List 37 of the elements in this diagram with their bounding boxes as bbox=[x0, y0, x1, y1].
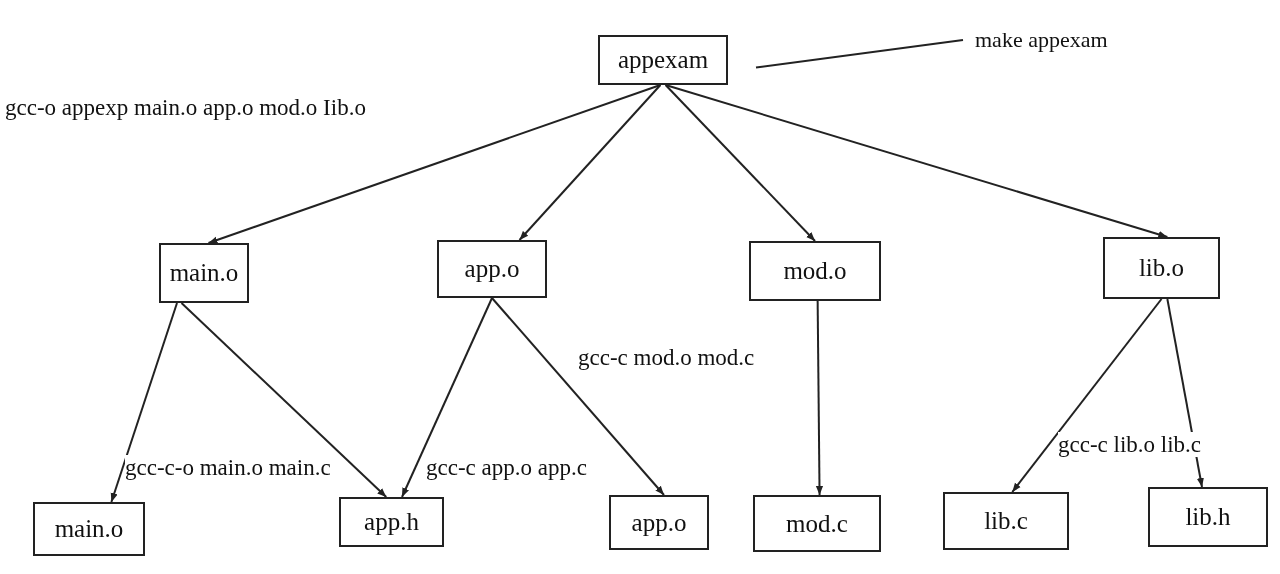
leader-line bbox=[755, 39, 964, 69]
file-box bbox=[339, 497, 444, 547]
file-box bbox=[33, 502, 145, 556]
arrow bbox=[1166, 298, 1204, 488]
arrow bbox=[1011, 298, 1163, 493]
arrow bbox=[815, 300, 824, 496]
file-name: app.o bbox=[631, 508, 687, 537]
file-name: appexam bbox=[617, 46, 709, 74]
file-box bbox=[753, 495, 881, 552]
file-name: mod.c bbox=[786, 509, 848, 538]
file-box bbox=[437, 240, 547, 298]
file-name: main.o bbox=[169, 259, 239, 287]
command-text: make appexam bbox=[975, 24, 1160, 56]
file-name: lib.c bbox=[984, 507, 1028, 535]
arrow bbox=[491, 297, 665, 496]
arrow bbox=[518, 84, 662, 241]
arrow bbox=[180, 302, 388, 498]
arrow bbox=[110, 302, 178, 503]
file-box bbox=[1103, 237, 1220, 299]
arrow bbox=[664, 84, 816, 242]
file-name: mod.o bbox=[783, 257, 847, 285]
file-box bbox=[159, 243, 249, 303]
file-box bbox=[609, 495, 709, 550]
file-name: app.o bbox=[464, 255, 520, 283]
file-name: lib.o bbox=[1138, 254, 1185, 282]
command-text: gcc-c-o main.o main.c bbox=[125, 455, 331, 481]
arrow bbox=[207, 84, 662, 244]
file-box bbox=[598, 35, 728, 85]
file-name: main.o bbox=[54, 515, 124, 543]
file-name: lib.h bbox=[1185, 503, 1231, 531]
file-box bbox=[749, 241, 881, 301]
arrow bbox=[401, 297, 493, 498]
command-text: gcc-c lib.o lib.c bbox=[1058, 432, 1202, 458]
file-box bbox=[943, 492, 1069, 550]
file-box bbox=[1148, 487, 1268, 547]
file-name: app.h bbox=[364, 508, 419, 536]
arrow bbox=[664, 84, 1169, 238]
